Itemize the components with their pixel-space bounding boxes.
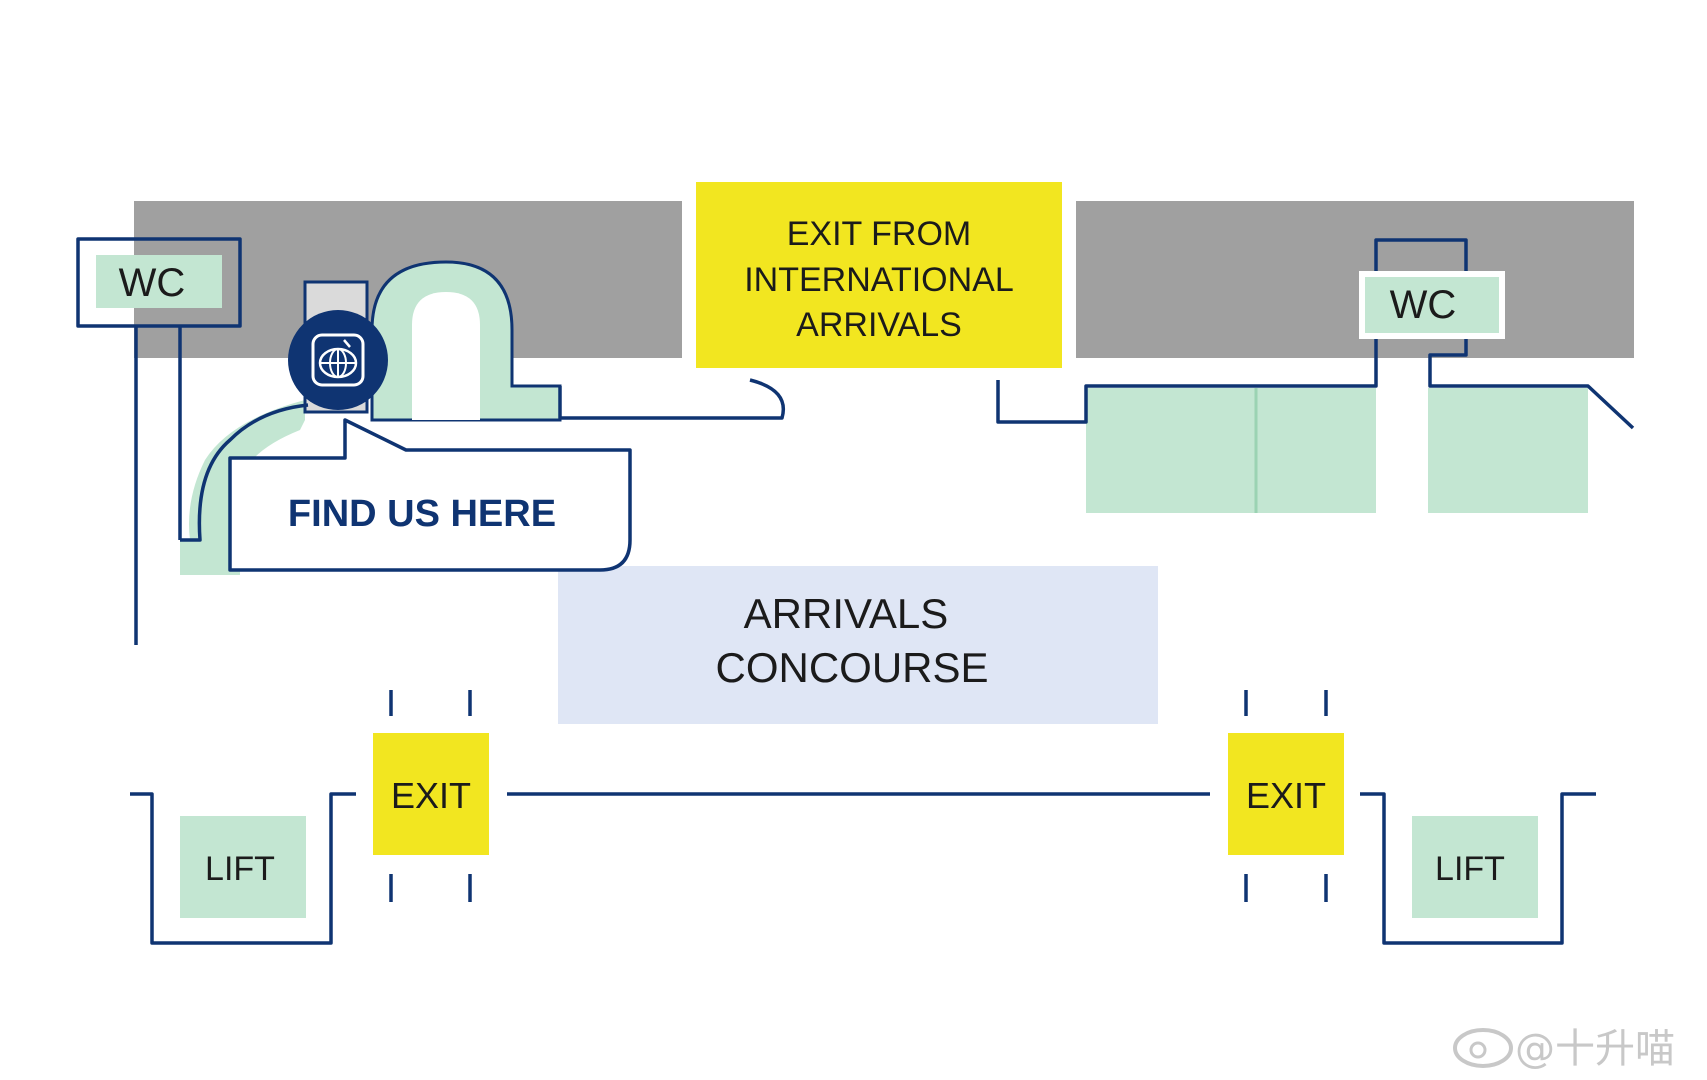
wc-right-label: WC <box>1390 283 1457 327</box>
concourse-box <box>558 566 1158 724</box>
find-us-label: FIND US HERE <box>288 493 556 535</box>
green-area-right-1 <box>1086 388 1376 513</box>
wc-left-label: WC <box>119 261 186 305</box>
green-corridor-left <box>180 400 305 575</box>
lift-left-label: LIFT <box>205 850 275 888</box>
exit-international-line-2: INTERNATIONAL <box>744 261 1014 299</box>
exit-left-label: EXIT <box>391 775 471 816</box>
gray-block-right <box>1076 201 1634 358</box>
lift-right-label: LIFT <box>1435 850 1505 888</box>
exit-right-box <box>1228 733 1344 855</box>
watermark-text: @十升喵 <box>1515 1026 1675 1072</box>
exit-left-box <box>373 733 489 855</box>
green-area-right-2 <box>1428 388 1588 513</box>
exit-international-box <box>696 182 1062 368</box>
lift-right-box <box>1412 816 1538 918</box>
concourse-line-2: CONCOURSE <box>715 644 988 691</box>
wc-left-frame <box>76 237 242 328</box>
concourse-line-1: ARRIVALS <box>744 590 949 637</box>
exit-right-label: EXIT <box>1246 775 1326 816</box>
globe-icon <box>288 310 388 410</box>
find-us-callout <box>228 418 632 572</box>
exit-international-line-3: ARRIVALS <box>796 306 962 344</box>
exit-international-line-1: EXIT FROM <box>787 215 972 253</box>
weibo-logo-icon <box>1453 1028 1513 1068</box>
lift-left-box <box>180 816 306 918</box>
wc-right-frame <box>1359 271 1505 339</box>
